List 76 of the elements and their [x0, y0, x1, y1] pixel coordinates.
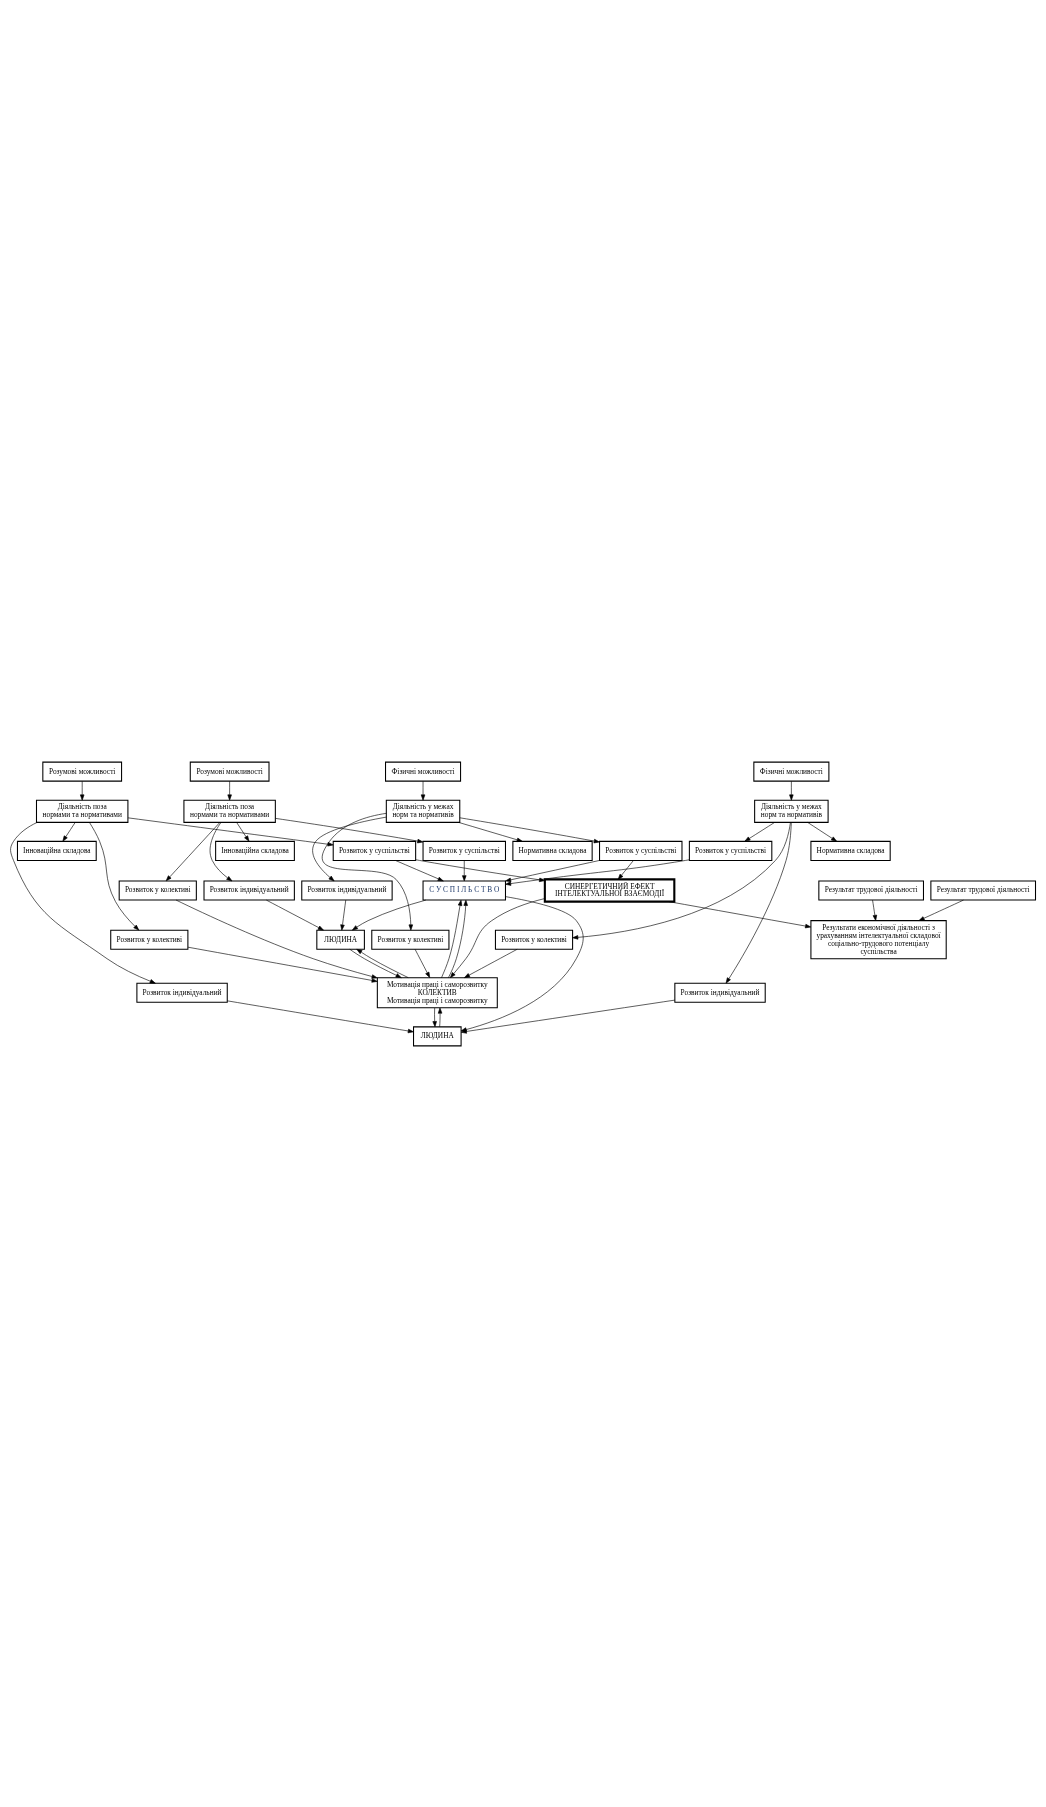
arrow [617, 859, 634, 880]
arrow [789, 780, 794, 800]
arrow [450, 897, 546, 978]
node-box: Фізичні можливості [385, 761, 462, 782]
node-box: Мотивація праці і саморозвитку КОЛЕКТИВ Мотивація праці і саморозвитку [376, 976, 498, 1008]
arrow [414, 948, 431, 978]
arrow [505, 859, 690, 886]
node-box: Діяльність у межах норм та нормативів [754, 799, 829, 823]
arrow [505, 859, 600, 882]
node-box: Результат трудової діяльності [930, 880, 1037, 901]
arrow [420, 780, 426, 800]
arrow [395, 859, 444, 881]
node-box: Результат трудової діяльності [818, 880, 924, 901]
node-box: Інноваційна складова [215, 840, 295, 861]
node-box: Розвиток індивідуальний [301, 880, 393, 901]
node-box: Фізичні можливості [753, 761, 830, 782]
arrow [127, 817, 334, 846]
node-box: Розумові можливості [189, 761, 270, 782]
arrow [725, 821, 792, 983]
arrow [266, 899, 324, 930]
arrow [448, 899, 468, 978]
arrow [275, 817, 424, 843]
node-box: Розвиток у колективі [371, 929, 450, 950]
arrow [464, 948, 518, 978]
arrow [175, 899, 378, 979]
arrow [321, 812, 413, 930]
arrow [312, 816, 387, 881]
node-box: Діяльність поза нормами та нормативами [35, 799, 129, 823]
node-box: Нормативна складова [810, 840, 891, 861]
arrow [89, 821, 140, 930]
node-box: С У С П І Л Ь С Т В О [422, 880, 506, 901]
node-box: Розвиток індивідуальний [136, 982, 228, 1003]
arrow [80, 780, 85, 800]
node-box: Діяльність у межах норм та нормативів [385, 799, 461, 823]
arrow [572, 821, 791, 940]
arrow [441, 899, 463, 978]
node-box: Розвиток у суспільстві [688, 840, 773, 861]
arrow [165, 821, 221, 881]
node-box: Розвиток індивідуальний [203, 880, 295, 901]
arrow [349, 948, 402, 978]
arrow [356, 948, 409, 978]
arrow [10, 821, 156, 984]
node-box: Розвиток у колективі [494, 929, 574, 950]
arrow [415, 858, 546, 882]
arrow [62, 821, 76, 842]
arrow [872, 899, 878, 921]
node-box: Розвиток у суспільстві [422, 840, 506, 861]
arrow [209, 821, 233, 881]
arrow [744, 821, 775, 842]
arrow [352, 899, 427, 930]
arrow [236, 821, 250, 842]
node-box: ЛЮДИНА [316, 929, 365, 950]
arrow [340, 899, 347, 930]
arrow [437, 1007, 443, 1027]
arrow [227, 780, 232, 800]
node-box: Нормативна складова [512, 840, 593, 861]
node-box: Розумові можливості [42, 761, 123, 782]
arrow [668, 900, 812, 928]
arrow [458, 821, 523, 842]
node-box: ЛЮДИНА [413, 1025, 462, 1046]
node-box: Розвиток у колективі [110, 929, 189, 950]
arrow [226, 1000, 414, 1033]
arrow [807, 821, 837, 842]
arrow [462, 859, 467, 881]
node-box: Інноваційна складова [16, 840, 97, 861]
arrow [432, 1007, 437, 1027]
arrow [459, 816, 600, 843]
arrow [918, 899, 964, 921]
node-box: Розвиток у суспільстві [599, 840, 683, 861]
node-box: Розвиток у колективі [118, 880, 197, 901]
node-box: Діяльність поза нормами та нормативами [183, 799, 276, 823]
node-box: Розвиток індивідуальний [674, 982, 766, 1003]
node-box: СИНЕРГЕТИЧНИЙ ЕФЕКТ ІНТЕЛЕКТУАЛЬНОЇ ВЗАЄМОДІЇ [543, 877, 676, 903]
node-box: Розвиток у суспільстві [332, 840, 417, 861]
node-box: Результати економічної діяльності з урахуванням інтелектуальної складової соціально-трудового потенціалу суспільства [810, 919, 947, 959]
arrow [187, 946, 378, 983]
